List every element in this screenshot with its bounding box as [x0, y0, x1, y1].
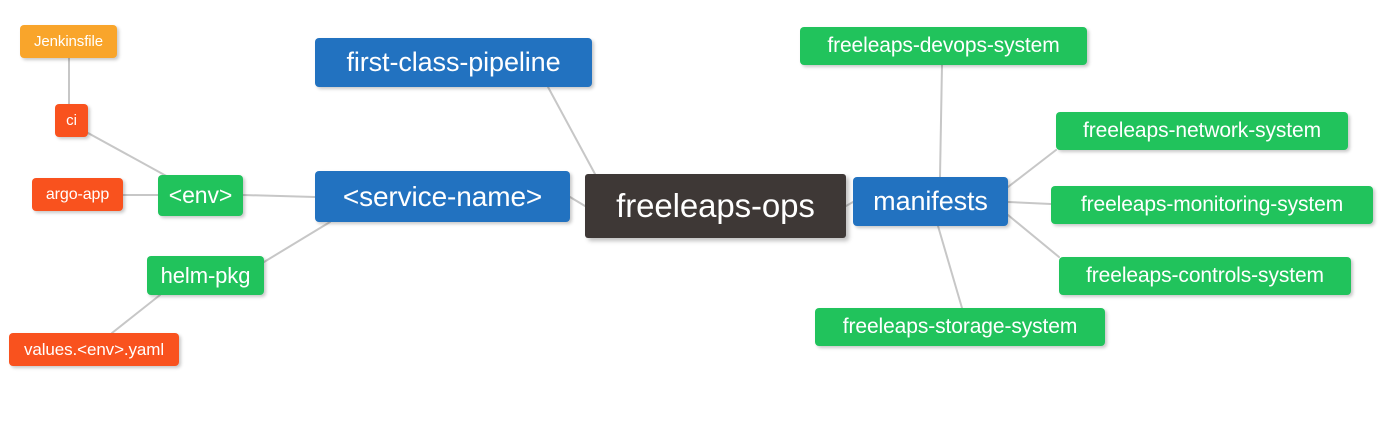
node-freeleaps-monitoring-system[interactable]: freeleaps-monitoring-system [1051, 186, 1373, 224]
node-label: ci [66, 112, 77, 129]
node-label: first-class-pipeline [346, 47, 561, 77]
edge-helm-pkg-to-values-env-yaml [111, 294, 161, 334]
node-label: freeleaps-monitoring-system [1080, 193, 1344, 216]
node-label: freeleaps-controls-system [1086, 264, 1324, 287]
edge-service-name-to-helm-pkg [263, 221, 331, 263]
node-label: values.<env>.yaml [23, 339, 165, 359]
node-label: freeleaps-network-system [1082, 119, 1321, 142]
edge-service-name-to-env [242, 194, 316, 198]
edge-env-to-ci [87, 132, 171, 179]
node-first-class-pipeline[interactable]: first-class-pipeline [315, 38, 592, 87]
node-label: freeleaps-ops [616, 187, 815, 224]
edge-manifests-to-freeleaps-network-system [1007, 149, 1057, 188]
node-env[interactable]: <env> [158, 175, 243, 216]
edge-manifests-to-freeleaps-devops-system [939, 64, 943, 178]
node-root[interactable]: freeleaps-ops [585, 174, 846, 238]
node-freeleaps-devops-system[interactable]: freeleaps-devops-system [800, 27, 1087, 65]
edge-root-to-service-name [569, 196, 586, 207]
node-ci[interactable]: ci [55, 104, 88, 137]
edge-manifests-to-freeleaps-storage-system [937, 225, 963, 309]
edge-root-to-manifests [845, 201, 854, 207]
node-jenkinsfile[interactable]: Jenkinsfile [20, 25, 117, 58]
node-service-name[interactable]: <service-name> [315, 171, 570, 222]
edge-manifests-to-freeleaps-monitoring-system [1007, 201, 1052, 205]
node-label: <service-name> [342, 180, 543, 212]
node-freeleaps-controls-system[interactable]: freeleaps-controls-system [1059, 257, 1351, 295]
edge-root-to-first-class-pipeline [547, 86, 596, 175]
node-manifests[interactable]: manifests [853, 177, 1008, 226]
node-values-env-yaml[interactable]: values.<env>.yaml [9, 333, 179, 366]
node-label: manifests [873, 186, 988, 216]
node-label: argo-app [45, 185, 110, 203]
node-label: freeleaps-storage-system [842, 315, 1078, 338]
node-label: helm-pkg [160, 262, 251, 288]
node-helm-pkg[interactable]: helm-pkg [147, 256, 264, 295]
node-label: <env> [168, 182, 233, 208]
node-argo-app[interactable]: argo-app [32, 178, 123, 211]
node-freeleaps-storage-system[interactable]: freeleaps-storage-system [815, 308, 1105, 346]
node-label: freeleaps-devops-system [827, 34, 1060, 57]
node-label: Jenkinsfile [34, 33, 103, 50]
node-freeleaps-network-system[interactable]: freeleaps-network-system [1056, 112, 1348, 150]
